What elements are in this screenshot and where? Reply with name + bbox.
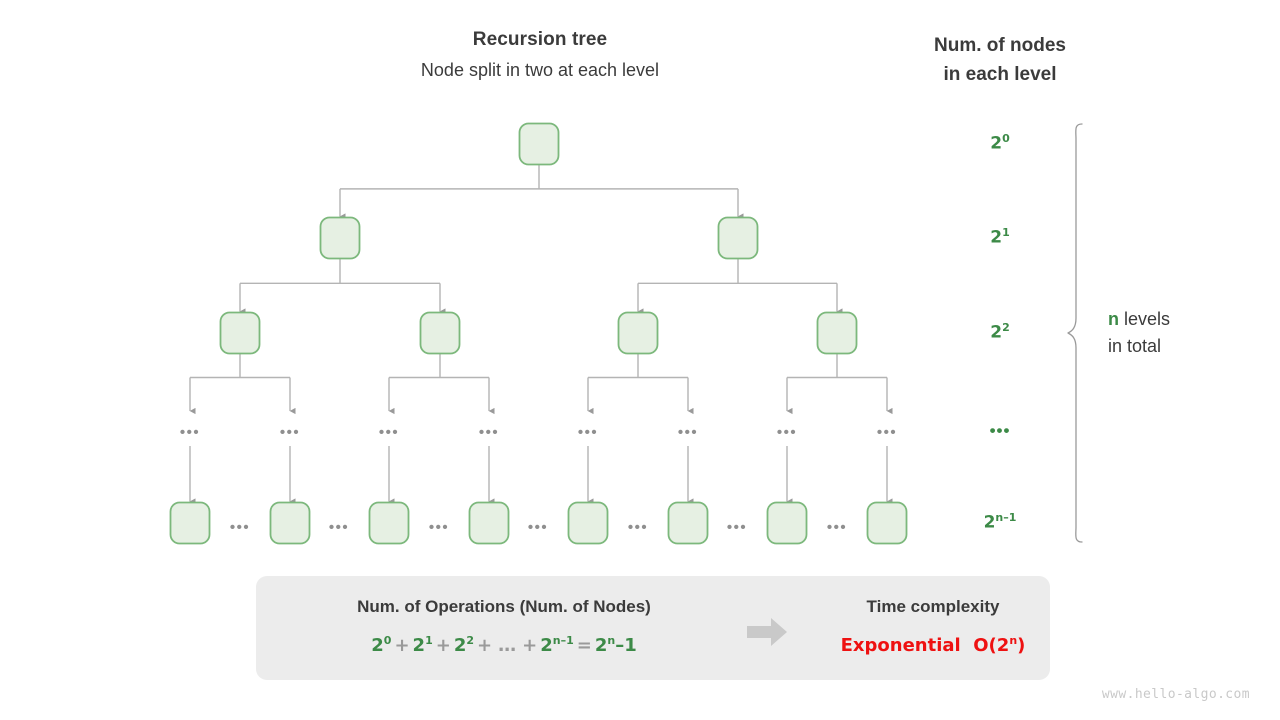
formula-equals: =: [576, 635, 592, 656]
complexity-summary: Time complexity Exponential O(2n): [816, 594, 1050, 658]
tree-node[interactable]: [717, 216, 759, 260]
operations-formula: 20+21+22+…+2n–1=2n–1: [256, 629, 752, 658]
leaf-gap-ellipsis: •••: [827, 519, 847, 536]
operations-title: Num. of Operations (Num. of Nodes): [357, 597, 651, 616]
complexity-bigo: O(2: [973, 635, 1010, 656]
leaf-gap-ellipsis: •••: [528, 519, 548, 536]
formula-plus-1: +: [435, 635, 451, 656]
tree-connectors: [189, 164, 893, 505]
level-ellipsis-mark: •••: [479, 424, 499, 441]
tree-title: Recursion tree: [472, 29, 608, 50]
formula-term-last: 2n–1: [540, 634, 574, 656]
node-count-header: Num. of nodes in each level: [880, 31, 1120, 89]
complexity-exponent: n: [1009, 634, 1018, 647]
leaf-gap-ellipsis: •••: [329, 519, 349, 536]
formula-term-2-exponent: 2: [466, 634, 475, 647]
levels-brace: [1067, 123, 1083, 543]
tree-ellipsis-marks: ••• ••• ••• ••• ••• ••• ••• ••• ••• ••• ••• ••• ••• •…: [180, 424, 897, 536]
tree-node[interactable]: [319, 216, 361, 260]
leaf-gap-ellipsis: •••: [230, 519, 250, 536]
formula-plus-2: +: [477, 635, 493, 656]
level-ellipsis-mark: •••: [777, 424, 797, 441]
levels-note-line1: levels: [1124, 309, 1171, 329]
level-ellipsis-mark: •••: [180, 424, 200, 441]
formula-term-1: 21: [412, 634, 433, 656]
formula-term-last-exponent: n–1: [552, 634, 574, 647]
level-count-base: 2: [990, 227, 1003, 248]
formula-plus-last: +: [522, 635, 538, 656]
level-count-base: 2: [990, 133, 1003, 154]
watermark: www.hello-algo.com: [1101, 687, 1250, 702]
tree-node[interactable]: [617, 311, 659, 355]
level-ellipsis-mark: •••: [280, 424, 300, 441]
level-count-exponent: 2: [1002, 321, 1010, 334]
leaf-gap-ellipsis: •••: [727, 519, 747, 536]
complexity-title: Time complexity: [866, 597, 1000, 616]
level-count-base: 2: [990, 322, 1003, 343]
level-ellipsis-mark: •••: [578, 424, 598, 441]
formula-result-exponent: n: [607, 634, 616, 647]
tree-node[interactable]: [419, 311, 461, 355]
tree-node[interactable]: [518, 122, 560, 166]
levels-variable: n: [1108, 309, 1119, 329]
leaf-gap-ellipsis: •••: [429, 519, 449, 536]
level-count-level-ellipsis: •••: [989, 421, 1011, 440]
summary-panel: Num. of Operations (Num. of Nodes) 20+21…: [256, 576, 1050, 680]
tree-node[interactable]: [269, 501, 311, 545]
level-count-exponent: 0: [1002, 132, 1010, 145]
level-count-level-n-1: 2n–1: [940, 511, 1060, 533]
levels-note-line2: in total: [1108, 336, 1162, 356]
level-count-exponent: 1: [1002, 226, 1010, 239]
operations-summary: Num. of Operations (Num. of Nodes) 20+21…: [256, 594, 752, 658]
tree-node[interactable]: [567, 501, 609, 545]
level-ellipsis-mark: •••: [678, 424, 698, 441]
formula-term-1-exponent: 1: [425, 634, 433, 647]
formula-result: 2n–1: [594, 634, 637, 656]
level-count-exponent: n–1: [995, 511, 1017, 524]
leaf-gap-ellipsis: •••: [628, 519, 648, 536]
tree-subtitle: Node split in two at each level: [420, 60, 660, 80]
node-count-header-line2: in each level: [943, 64, 1057, 85]
tree-node[interactable]: [219, 311, 261, 355]
tree-node[interactable]: [468, 501, 510, 545]
tree-node[interactable]: [816, 311, 858, 355]
tree-node[interactable]: [169, 501, 211, 545]
level-ellipsis-mark: •••: [877, 424, 897, 441]
tree-node[interactable]: [368, 501, 410, 545]
tree-node[interactable]: [667, 501, 709, 545]
level-count-level-1: 21: [940, 226, 1060, 248]
formula-dots: …: [498, 635, 517, 656]
tree-node[interactable]: [766, 501, 808, 545]
formula-term-0-exponent: 0: [383, 634, 392, 647]
complexity-value: Exponential O(2n): [816, 629, 1050, 658]
levels-total-note: n levels in total: [1108, 306, 1258, 360]
level-ellipsis-mark: •••: [379, 424, 399, 441]
formula-term-0: 20: [371, 634, 392, 656]
complexity-close-paren: ): [1017, 635, 1026, 656]
tree-nodes: [169, 122, 908, 545]
formula-plus-0: +: [394, 635, 410, 656]
complexity-word: Exponential: [840, 635, 961, 656]
node-count-header-line1: Num. of nodes: [934, 35, 1066, 56]
formula-term-2: 22: [453, 634, 475, 656]
right-arrow-icon: [747, 618, 787, 646]
level-count-level-0: 20: [940, 132, 1060, 154]
level-count-base: 2: [983, 512, 996, 533]
tree-header: Recursion tree Node split in two at each…: [300, 26, 780, 84]
level-count-level-2: 22: [940, 321, 1060, 343]
tree-node[interactable]: [866, 501, 908, 545]
